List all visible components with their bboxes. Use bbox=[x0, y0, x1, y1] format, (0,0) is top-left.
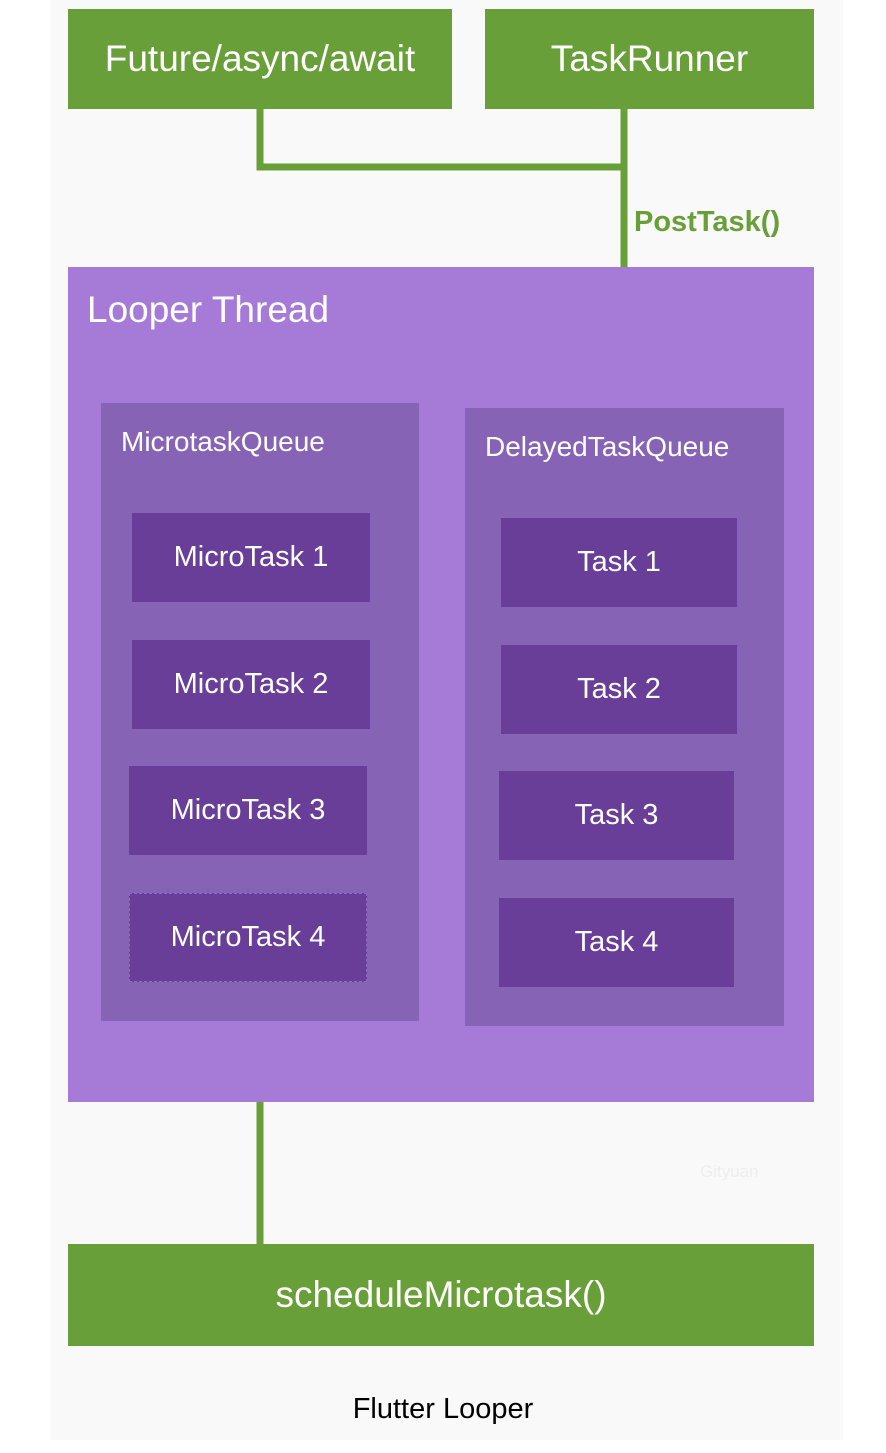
watermark: Gityuan bbox=[700, 1162, 759, 1181]
schedule-microtask-label: scheduleMicrotask() bbox=[275, 1274, 607, 1315]
delayed-task-item: Task 3 bbox=[499, 771, 734, 860]
looper-thread-title: Looper Thread bbox=[87, 289, 330, 330]
microtask-item-label: MicroTask 3 bbox=[170, 794, 326, 826]
delayed-task-item: Task 4 bbox=[499, 898, 734, 987]
future-connector bbox=[256, 108, 624, 171]
microtask-item-label: MicroTask 2 bbox=[173, 668, 329, 700]
taskrunner-box: TaskRunner bbox=[485, 9, 814, 109]
microtask-item: MicroTask 4 bbox=[129, 893, 367, 982]
diagram-caption: Flutter Looper bbox=[352, 1393, 534, 1425]
delayed-task-item: Task 1 bbox=[501, 518, 737, 607]
future-async-await-box: Future/async/await bbox=[68, 9, 452, 109]
schedule-microtask-box: scheduleMicrotask() bbox=[68, 1244, 814, 1346]
delayed-task-item-label: Task 1 bbox=[577, 546, 661, 578]
delayed-task-item-label: Task 4 bbox=[574, 926, 659, 958]
post-task-label: PostTask() bbox=[634, 206, 781, 238]
delayed-task-item-label: Task 3 bbox=[574, 799, 659, 831]
microtask-item: MicroTask 2 bbox=[132, 640, 370, 729]
delayed-task-item-label: Task 2 bbox=[577, 673, 661, 705]
delayed-task-queue-title: DelayedTaskQueue bbox=[485, 431, 730, 462]
taskrunner-label: TaskRunner bbox=[550, 38, 749, 79]
delayed-task-item: Task 2 bbox=[501, 645, 737, 734]
microtask-queue-title: MicrotaskQueue bbox=[121, 426, 325, 457]
microtask-item: MicroTask 1 bbox=[132, 513, 370, 602]
microtask-item-label: MicroTask 4 bbox=[170, 921, 326, 953]
future-async-await-label: Future/async/await bbox=[104, 38, 416, 79]
microtask-item: MicroTask 3 bbox=[129, 766, 367, 855]
microtask-item-label: MicroTask 1 bbox=[173, 541, 329, 573]
